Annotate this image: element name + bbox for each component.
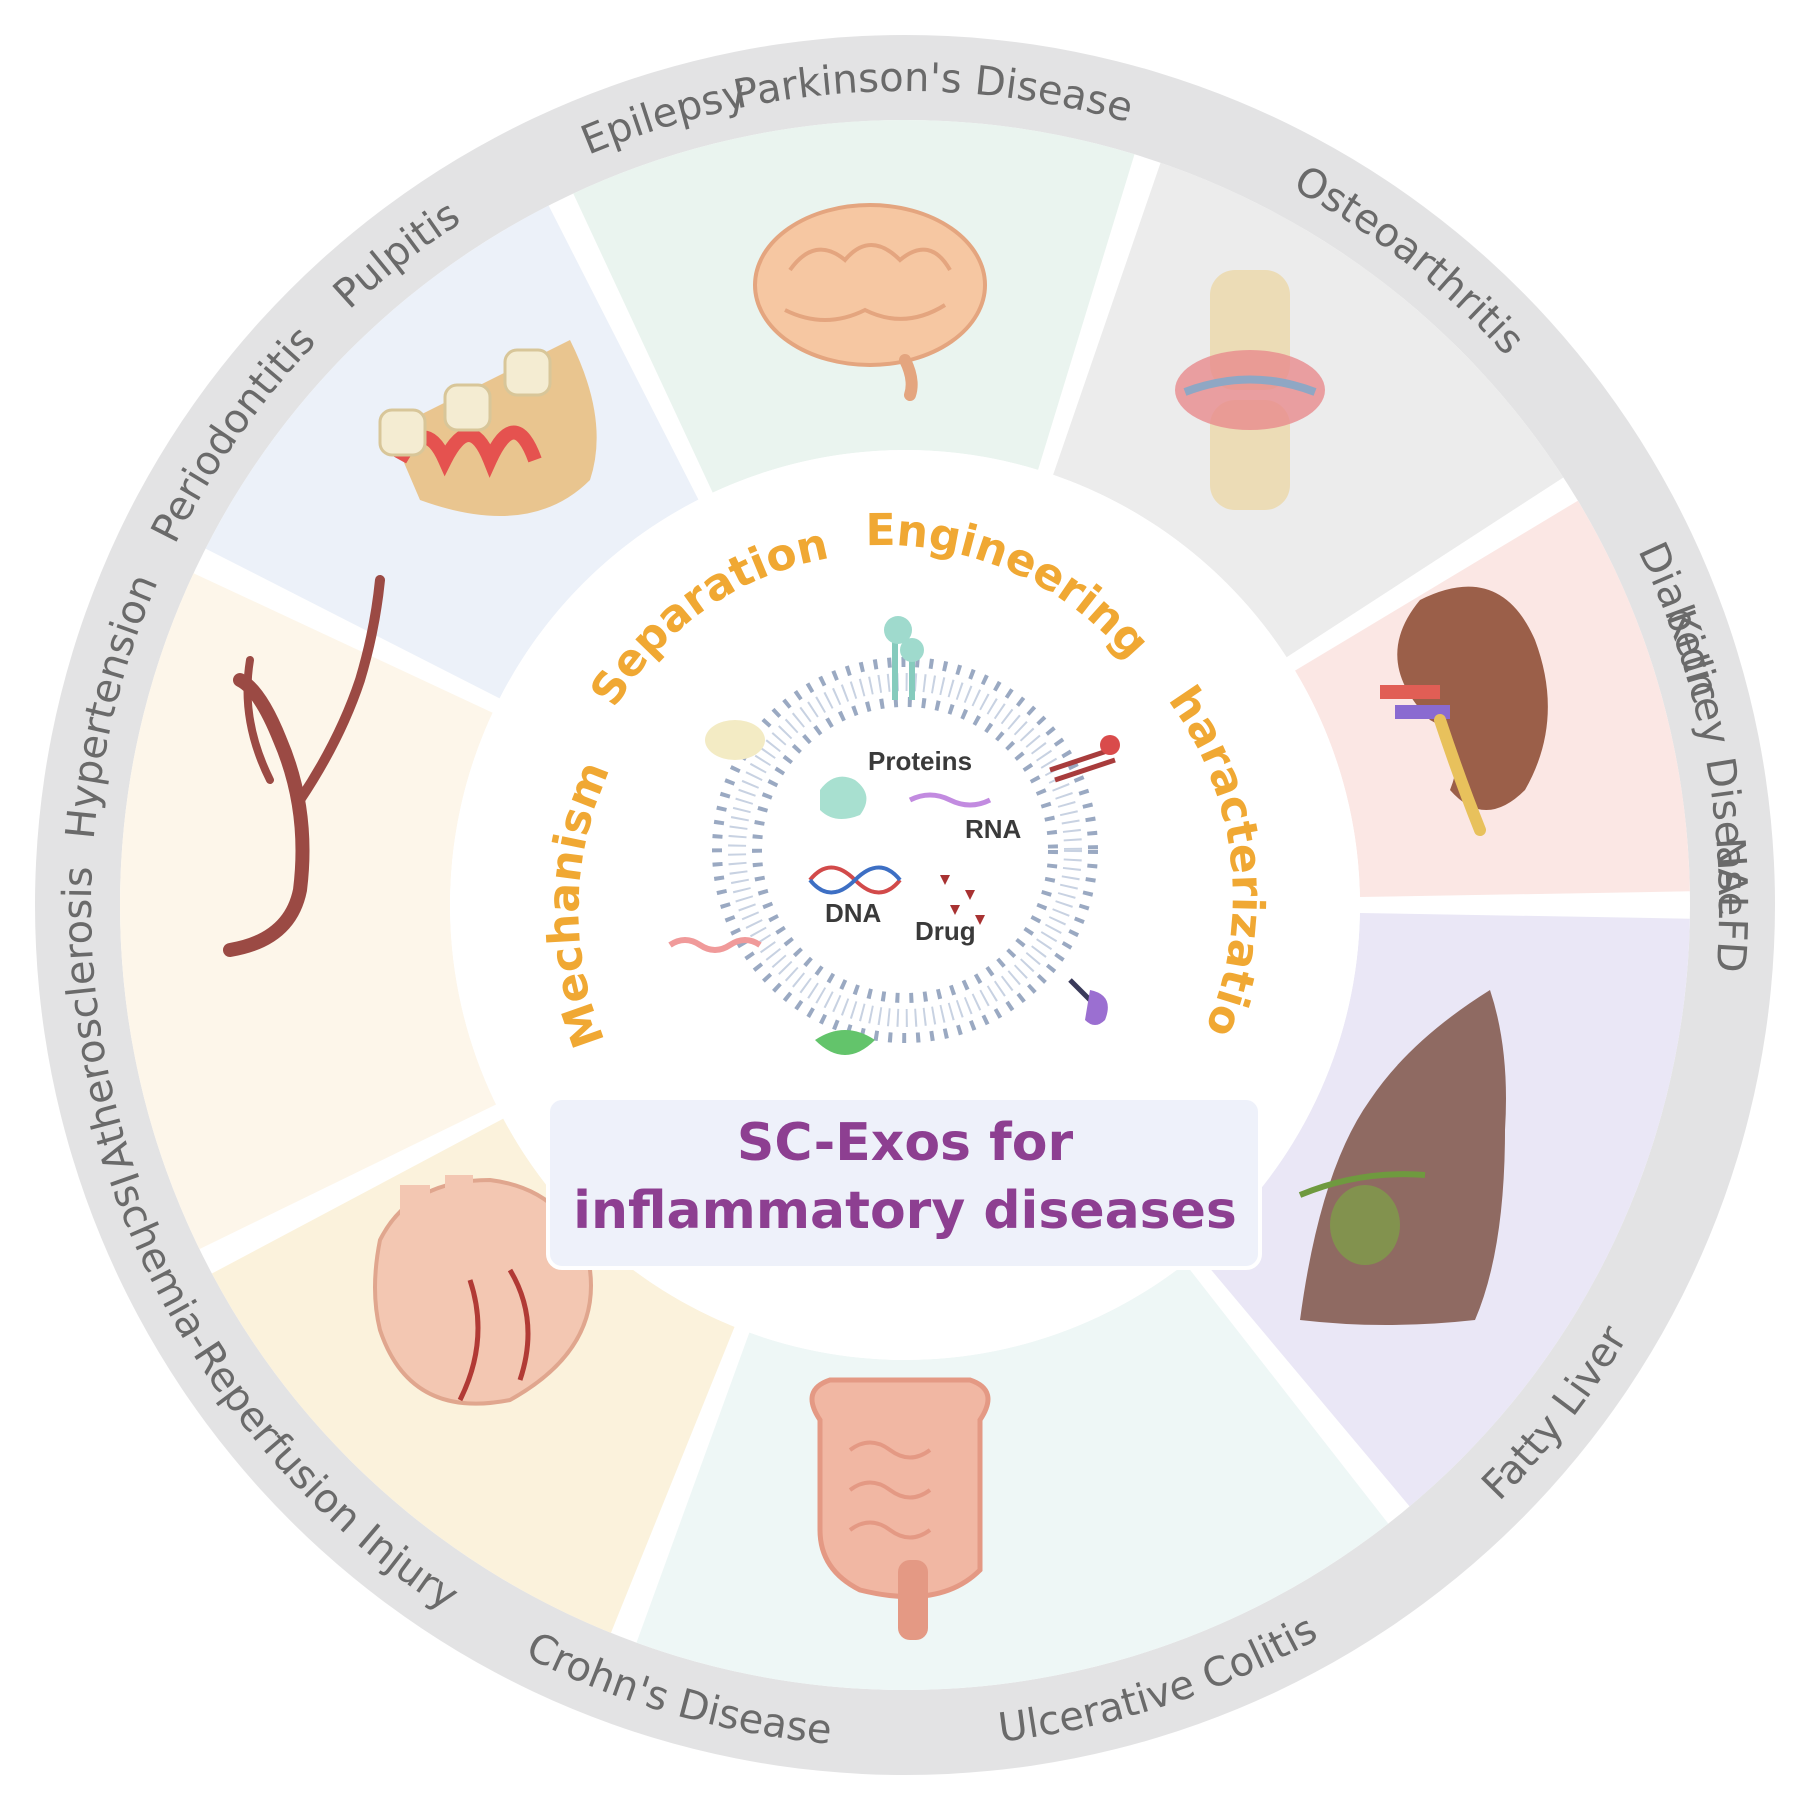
- exosome-cargo: [808, 776, 992, 925]
- drug-label: Drug: [915, 916, 976, 946]
- knee-joint-icon: [1175, 270, 1325, 510]
- proteins-label: Proteins: [868, 746, 972, 776]
- title-line-2: inflammatory diseases: [573, 1181, 1237, 1241]
- liver-icon: [1298, 990, 1506, 1325]
- title-line-1: SC-Exos for: [737, 1113, 1074, 1173]
- title-box: [546, 1096, 1262, 1270]
- exosome-membrane: [712, 657, 1098, 1043]
- artery-panel: [120, 573, 497, 1250]
- intestine-panel: [636, 1263, 1389, 1690]
- intestine-icon: [809, 1377, 991, 1640]
- rna-label: RNA: [965, 814, 1022, 844]
- heart-icon: [373, 1175, 593, 1406]
- teeth-icon: [378, 340, 597, 516]
- disease-label: NALFD: [1706, 836, 1755, 974]
- organ-illustrations: [223, 203, 1548, 1640]
- dna-label: DNA: [825, 898, 882, 928]
- artery-icon: [223, 575, 385, 957]
- brain-icon: [753, 203, 987, 401]
- kidney-icon: [1380, 586, 1548, 836]
- membrane-proteins: [668, 616, 1120, 1055]
